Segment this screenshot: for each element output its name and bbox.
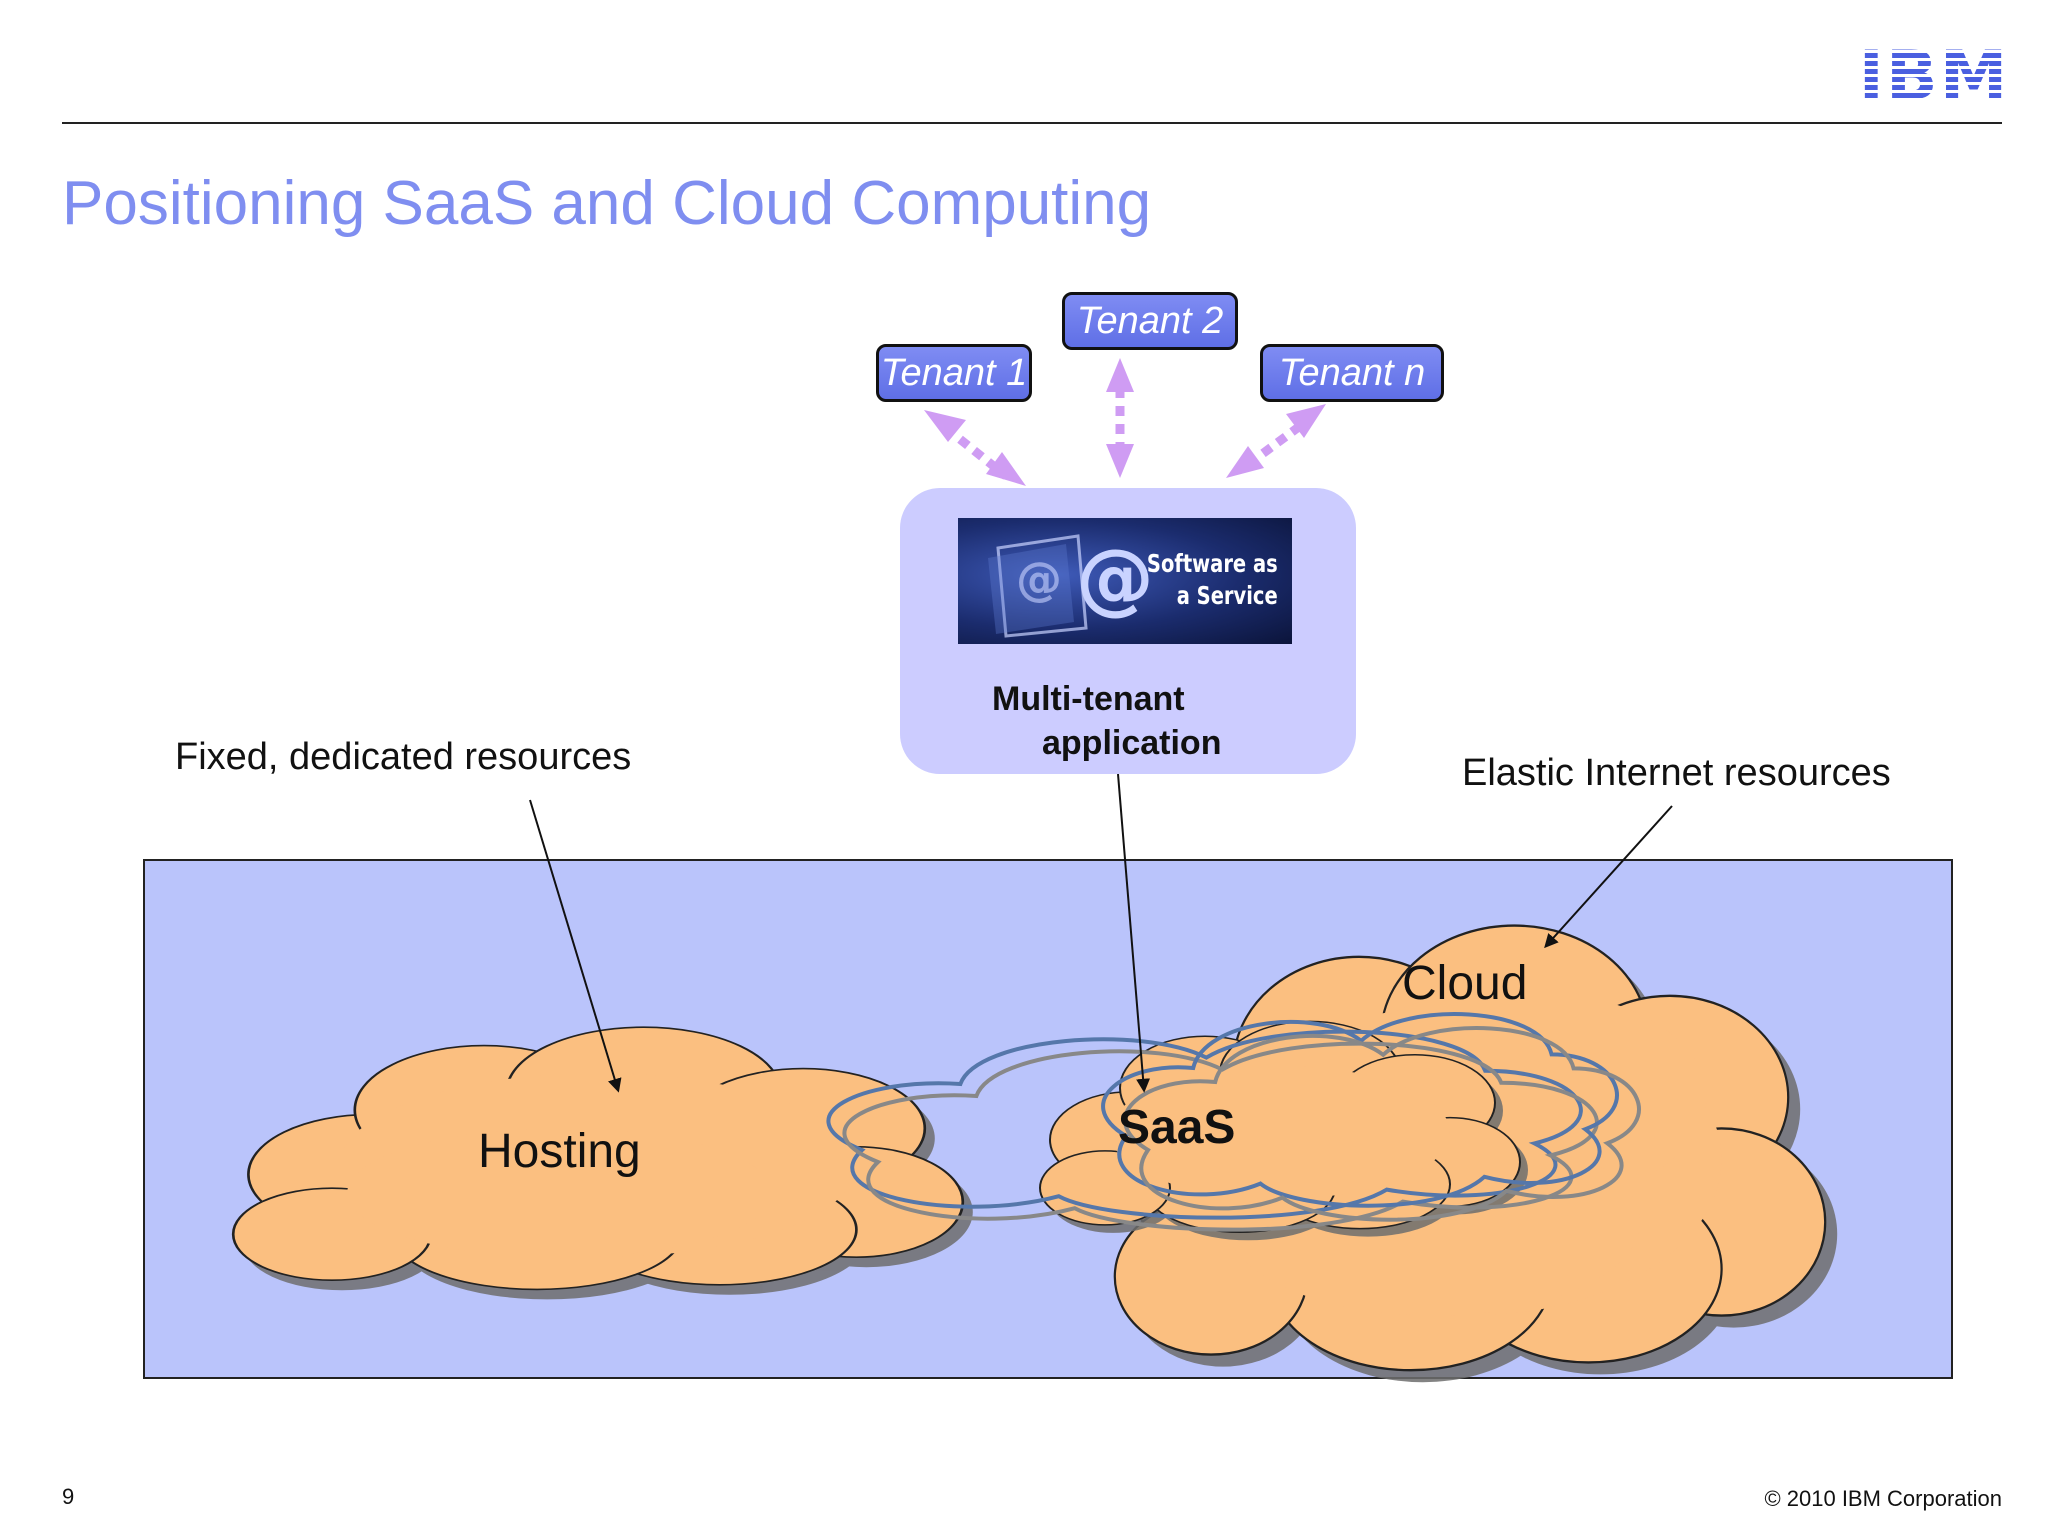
- elastic-resources-label: Elastic Internet resources: [1462, 752, 1891, 794]
- cloud-label: Cloud: [1402, 957, 1528, 1010]
- fixed-resources-label: Fixed, dedicated resources: [175, 736, 632, 778]
- tenant-n-box: Tenant n: [1260, 344, 1444, 402]
- banner-line-2: a Service: [1176, 581, 1278, 610]
- saas-cloud-shape: [1040, 1021, 1528, 1241]
- ibm-logo: IBM: [1859, 37, 2008, 116]
- hosting-cloud-shape: [233, 1027, 973, 1300]
- banner-line-1: Software as: [1147, 549, 1278, 578]
- cloud-rings: [828, 1014, 1639, 1230]
- at-sign-icon: @: [1016, 552, 1062, 606]
- banner-frame-graphic: [988, 534, 1088, 638]
- slide-title: Positioning SaaS and Cloud Computing: [62, 169, 1152, 238]
- header-rule: [62, 122, 2002, 124]
- multitenant-label-line-1: Multi-tenant: [992, 680, 1185, 718]
- saas-banner-image: @ @ Software as a Service: [958, 518, 1292, 644]
- annotation-arrows: [529, 773, 1673, 1093]
- multitenant-label-line-2: application: [1042, 724, 1222, 762]
- tenant-1-box: Tenant 1: [876, 344, 1032, 402]
- tenant-arrows: [924, 358, 1326, 486]
- banner-text: Software as a Service: [1147, 548, 1278, 612]
- tenant-2-box: Tenant 2: [1062, 292, 1238, 350]
- ibm-logo-text: IBM: [1858, 36, 2010, 116]
- page-number: 9: [62, 1484, 75, 1509]
- copyright: © 2010 IBM Corporation: [1764, 1486, 2002, 1511]
- hosting-label: Hosting: [478, 1125, 641, 1178]
- saas-label: SaaS: [1118, 1101, 1236, 1154]
- at-sign-large-icon: @: [1076, 534, 1154, 624]
